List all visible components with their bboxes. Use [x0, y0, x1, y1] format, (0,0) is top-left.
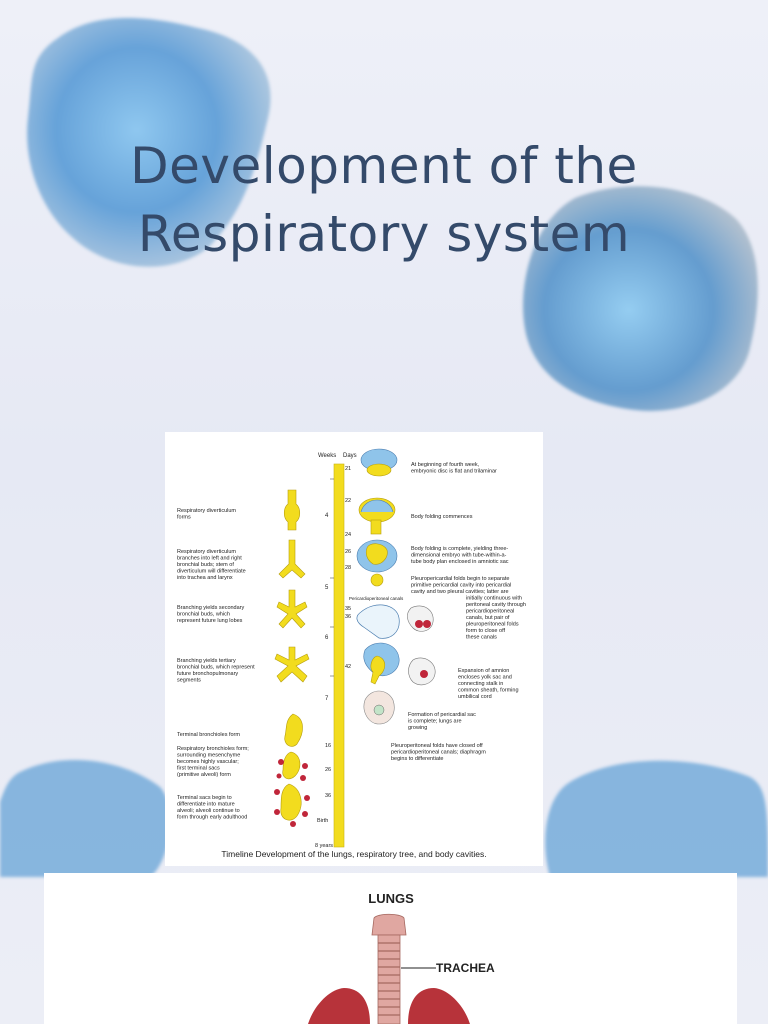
day-ticks: 21 22 24 26 28 35 36 42 16 26 36 Birth 8… — [315, 466, 351, 849]
stage-label-7: Terminal sacs begin to differentiate int… — [177, 795, 247, 821]
respiratory-bronchioles-drawing — [282, 751, 301, 780]
left-lung-drawing — [308, 988, 370, 1024]
stage-label-4: Branching yields tertiary bronchial buds… — [177, 658, 256, 684]
secondary-buds-drawing — [276, 589, 308, 629]
day-tick: 24 — [345, 532, 351, 538]
day-tick: 26 — [325, 767, 331, 773]
day-tick: 16 — [325, 743, 331, 749]
week-tick: 7 — [325, 696, 329, 702]
week-tick: 4 — [325, 513, 329, 519]
day-tick: Birth — [317, 818, 328, 824]
week-tick: 6 — [325, 635, 329, 641]
day-tick: 22 — [345, 498, 351, 504]
timeline-figure: Weeks Days 4 5 6 7 21 22 24 26 28 35 36 … — [165, 432, 543, 866]
stage-label-5: Terminal bronchioles form — [177, 732, 240, 738]
decorative-blob-bottom-left — [0, 760, 171, 877]
day-tick: 42 — [345, 664, 351, 670]
decorative-blob-top-left — [27, 18, 271, 267]
bronchial-tree-illustrations — [274, 489, 310, 821]
figure-caption: Timeline Development of the lungs, respi… — [221, 849, 487, 859]
day-tick: 36 — [325, 793, 331, 799]
left-stage-labels: Respiratory diverticulum forms Respirato… — [177, 508, 256, 821]
timeline-bar — [333, 463, 345, 848]
lungs-title: LUNGS — [368, 891, 414, 906]
slide-title-line-1: Development of the — [130, 137, 638, 195]
lungs-diagram: LUNGS TRACHEA — [308, 891, 495, 1024]
canal-label: Pericardioperitoneal canals — [349, 596, 404, 601]
day-tick: 21 — [345, 466, 351, 472]
slide-title-line-2: Respiratory system — [137, 205, 631, 263]
terminal-bronchioles-drawing — [284, 713, 303, 747]
event-label-3: Body folding is complete, yielding three… — [411, 546, 510, 565]
event-label-5: Expansion of amnion encloses yolk sac an… — [458, 668, 520, 700]
terminal-sacs-drawing — [280, 783, 302, 821]
event-label-2: Body folding commences — [411, 514, 473, 520]
event-label-7: Pleuroperitoneal folds have closed off p… — [391, 743, 487, 762]
right-lung-drawing — [408, 988, 470, 1024]
event-label-6: Formation of pericardial sac is complete… — [408, 712, 477, 731]
days-header: Days — [343, 453, 357, 459]
decorative-blob-bottom-right — [545, 760, 768, 877]
alveoli-dots — [274, 759, 310, 827]
stage-label-6: Respiratory bronchioles form; surroundin… — [177, 746, 250, 778]
event-label-1: At beginning of fourth week, embryonic d… — [411, 462, 497, 475]
day-tick: 35 — [345, 606, 351, 612]
bronchial-buds-drawing — [278, 539, 306, 579]
event-label-4: Pleuropericardial folds begin to separat… — [411, 576, 527, 641]
lungs-figure: LUNGS TRACHEA — [44, 873, 737, 1024]
trachea-drawing — [377, 934, 401, 1024]
right-stage-labels: At beginning of fourth week, embryonic d… — [391, 462, 527, 762]
week-tick: 5 — [325, 585, 329, 591]
trachea-label: TRACHEA — [436, 961, 495, 975]
slide-title: Development of the Respiratory system — [0, 132, 768, 268]
day-tick: 28 — [345, 565, 351, 571]
embryo-illustrations — [356, 448, 436, 725]
day-tick: 36 — [345, 614, 351, 620]
weeks-header: Weeks — [318, 453, 336, 459]
stage-label-1: Respiratory diverticulum forms — [177, 508, 238, 521]
stage-label-2: Respiratory diverticulum branches into l… — [177, 549, 247, 581]
larynx-drawing — [371, 913, 407, 936]
decorative-blob-right — [523, 186, 758, 411]
diverticulum-drawing — [283, 489, 301, 531]
timeline-diagram: Weeks Days 4 5 6 7 21 22 24 26 28 35 36 … — [177, 448, 527, 849]
week-ticks: 4 5 6 7 — [325, 478, 334, 702]
stage-label-3: Branching yields secondary bronchial bud… — [177, 605, 246, 624]
day-tick: 8 years — [315, 843, 333, 849]
day-tick: 26 — [345, 549, 351, 555]
tertiary-buds-drawing — [274, 646, 310, 683]
